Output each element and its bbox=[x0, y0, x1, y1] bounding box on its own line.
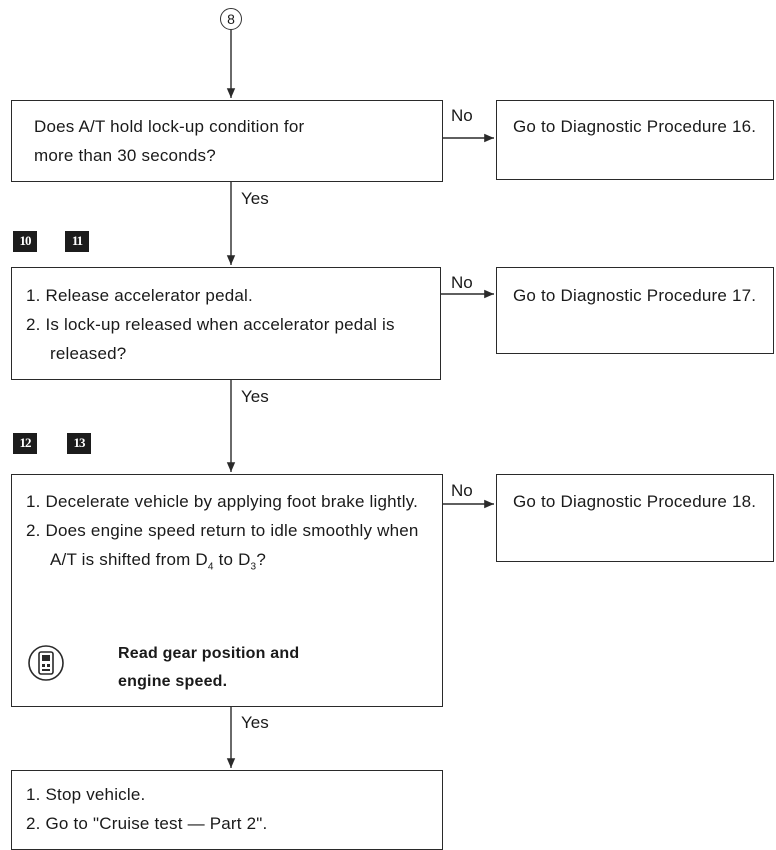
q2-step1: 1. Release accelerator pedal. bbox=[26, 286, 253, 305]
step-badge-11: 11 bbox=[65, 231, 89, 252]
question-box-lockup-hold: Does A/T hold lock-up condition for more… bbox=[11, 100, 443, 182]
yes-label-1: Yes bbox=[241, 189, 269, 208]
outcome-18-text: Go to Diagnostic Procedure 18. bbox=[513, 492, 757, 511]
q3-step2-end: ? bbox=[256, 550, 266, 569]
yes-label-3: Yes bbox=[241, 713, 269, 732]
q1-line2: more than 30 seconds? bbox=[34, 146, 216, 165]
q3-sub-d3: 3 bbox=[250, 561, 257, 573]
scan-tool-icon bbox=[26, 643, 66, 683]
q1-line1: Does A/T hold lock-up condition for bbox=[34, 117, 305, 136]
yes-label-2: Yes bbox=[241, 387, 269, 406]
final-step1: 1. Stop vehicle. bbox=[26, 785, 146, 804]
step-badge-13: 13 bbox=[67, 433, 91, 454]
q2-step2: 2. Is lock-up released when accelerator … bbox=[26, 315, 395, 363]
q3-sub-d4: 4 bbox=[207, 561, 214, 573]
note-line1: Read gear position and bbox=[118, 645, 300, 662]
outcome-box-16: Go to Diagnostic Procedure 16. bbox=[496, 100, 774, 180]
q3-step2-mid: to D bbox=[213, 550, 251, 569]
no-label-2: No bbox=[451, 273, 473, 292]
connector-ref-8: 8 bbox=[220, 8, 242, 30]
q3-step2: 2. Does engine speed return to idle smoo… bbox=[26, 516, 432, 581]
q3-step2-text: 2. Does engine speed return to idle smoo… bbox=[26, 521, 419, 569]
read-note: Read gear position and engine speed. bbox=[118, 640, 299, 696]
q3-step1: 1. Decelerate vehicle by applying foot b… bbox=[26, 492, 419, 511]
step-badge-12: 12 bbox=[13, 433, 37, 454]
outcome-17-text: Go to Diagnostic Procedure 17. bbox=[513, 286, 757, 305]
no-label-3: No bbox=[451, 481, 473, 500]
no-label-1: No bbox=[451, 106, 473, 125]
final-box-stop-vehicle: 1. Stop vehicle. 2. Go to "Cruise test —… bbox=[11, 770, 443, 850]
step-badge-10: 10 bbox=[13, 231, 37, 252]
outcome-box-17: Go to Diagnostic Procedure 17. bbox=[496, 267, 774, 354]
final-step2: 2. Go to "Cruise test — Part 2". bbox=[26, 814, 268, 833]
question-box-deceleration: 1. Decelerate vehicle by applying foot b… bbox=[11, 474, 443, 707]
question-box-lockup-release: 1. Release accelerator pedal. 2. Is lock… bbox=[11, 267, 441, 380]
outcome-16-text: Go to Diagnostic Procedure 16. bbox=[513, 117, 757, 136]
note-line2: engine speed. bbox=[118, 673, 228, 690]
outcome-box-18: Go to Diagnostic Procedure 18. bbox=[496, 474, 774, 562]
